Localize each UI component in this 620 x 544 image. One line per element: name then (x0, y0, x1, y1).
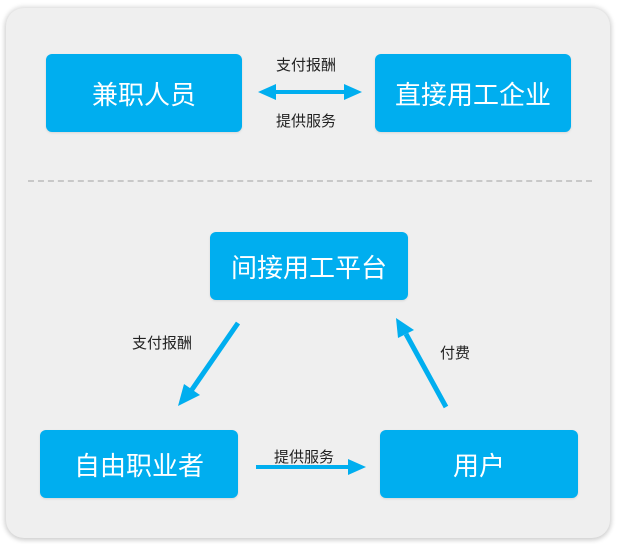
double-arrow (258, 84, 362, 100)
arrow-platform-to-freelancer (178, 321, 241, 406)
node-user: 用户 (380, 430, 578, 498)
dashed-divider (28, 180, 592, 182)
label-fee-right: 付费 (440, 344, 471, 362)
label-service-top: 提供服务 (276, 112, 337, 130)
arrow-freelancer-to-user (256, 459, 366, 475)
node-indirect-platform: 间接用工平台 (210, 232, 408, 300)
label-service-bottom: 提供服务 (274, 448, 335, 466)
node-freelancer: 自由职业者 (40, 430, 238, 498)
arrow-user-to-platform (396, 318, 449, 409)
label-pay-left: 支付报酬 (132, 334, 193, 352)
node-part-time-staff: 兼职人员 (46, 54, 242, 132)
label-pay-top: 支付报酬 (276, 56, 337, 74)
node-direct-employer: 直接用工企业 (375, 54, 571, 132)
